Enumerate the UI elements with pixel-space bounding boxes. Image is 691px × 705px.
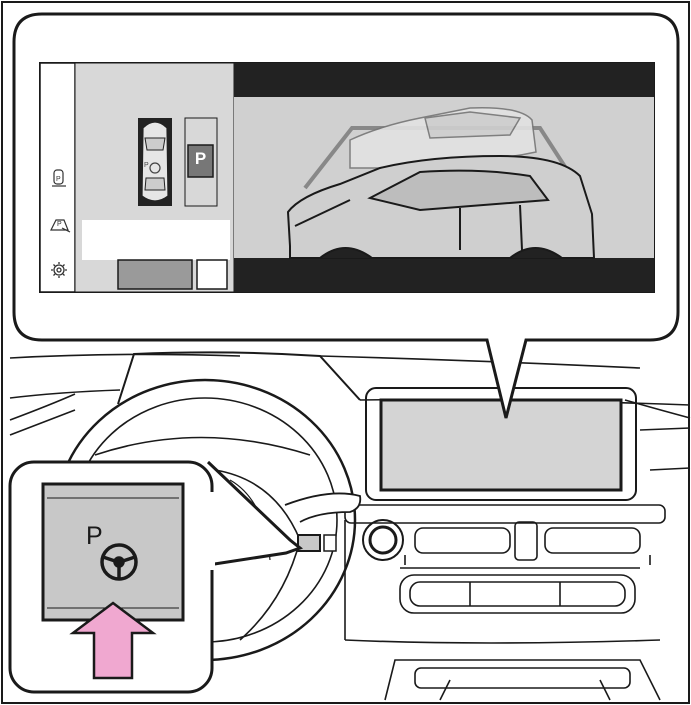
- infotainment-screen: [381, 400, 621, 490]
- inset-joint: [205, 492, 215, 570]
- park-switch-face[interactable]: [43, 484, 183, 620]
- svg-text:P: P: [57, 221, 62, 228]
- message-box: [82, 220, 230, 260]
- svg-text:P: P: [144, 162, 149, 169]
- svg-text:P: P: [56, 176, 61, 183]
- camera-view: [234, 63, 654, 292]
- action-button[interactable]: [118, 260, 192, 289]
- car-top-view: P: [138, 118, 172, 206]
- secondary-button[interactable]: [197, 260, 227, 289]
- switch-p-label: P: [86, 522, 103, 551]
- park-badge-label: P: [188, 149, 213, 169]
- adjacent-switch: [324, 535, 336, 551]
